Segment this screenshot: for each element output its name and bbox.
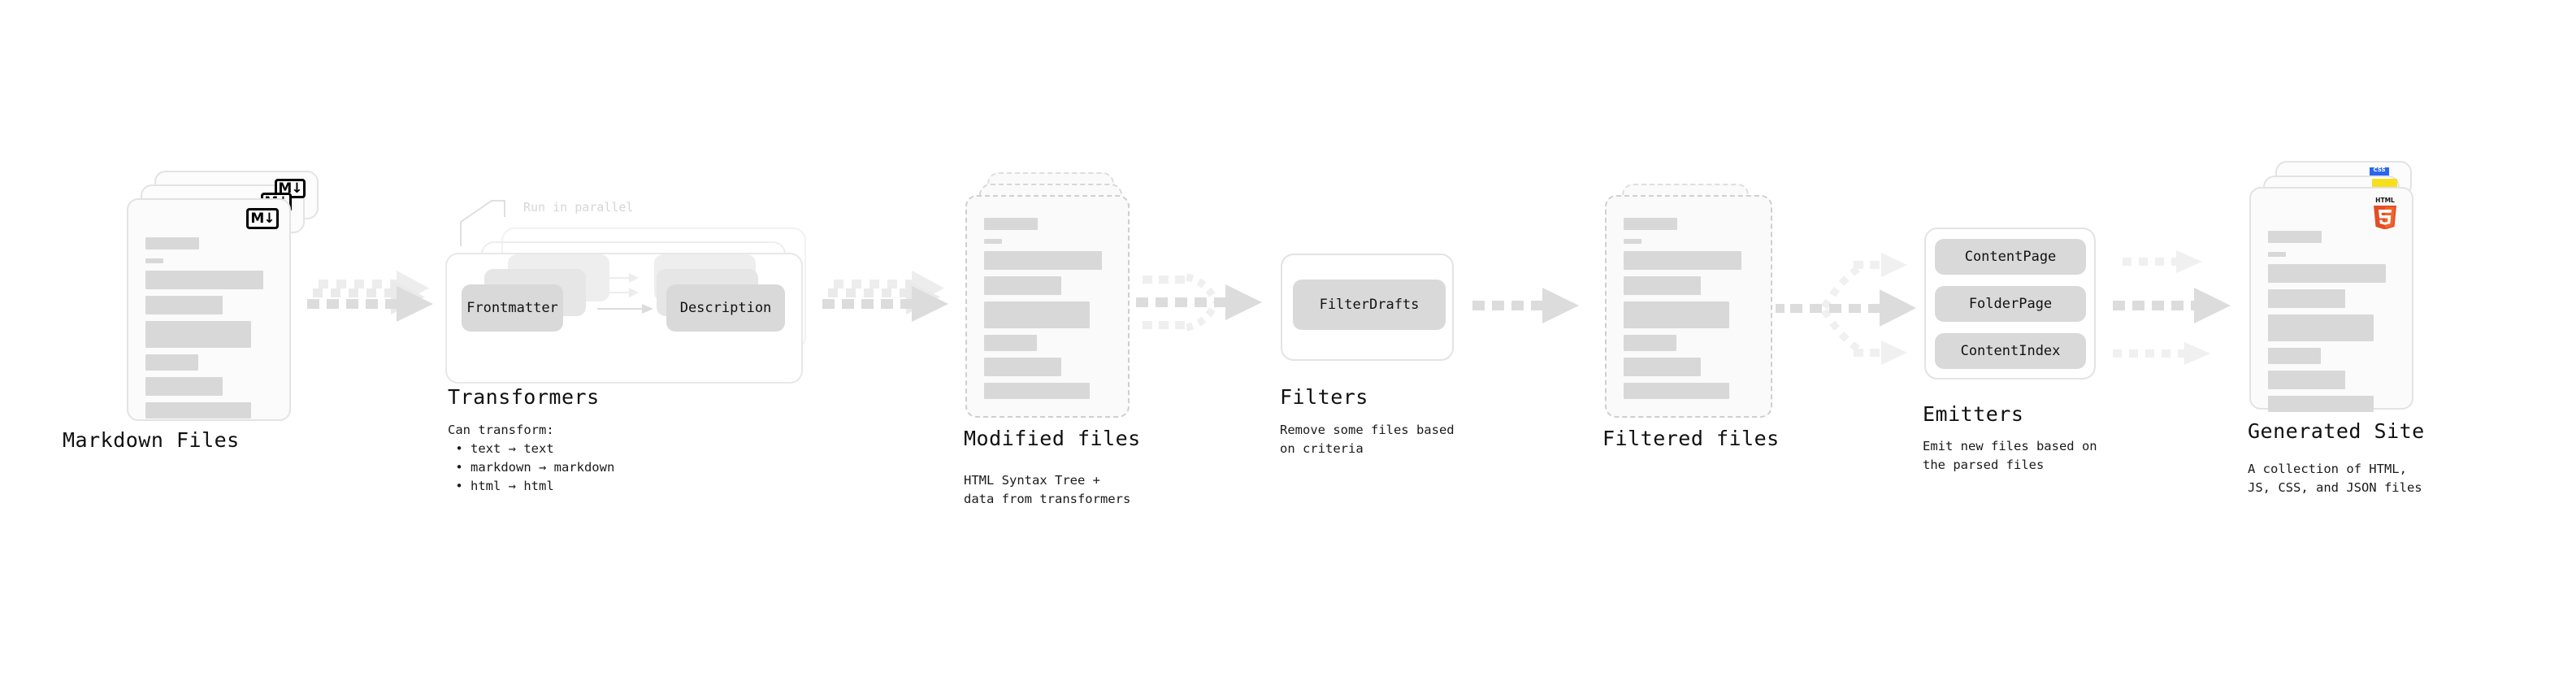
transformer-chip-frontmatter[interactable]: Frontmatter: [462, 284, 563, 332]
doc-line: [2268, 231, 2322, 243]
doc-line: [2268, 396, 2374, 412]
doc-line: [145, 258, 163, 263]
emitters-subtitle: Emit new files based on the parsed files: [1923, 439, 2097, 472]
doc-line: [984, 335, 1037, 351]
doc-line: [2268, 289, 2345, 308]
doc-line: [1624, 335, 1676, 351]
html5-logo-icon: HTML: [2370, 195, 2400, 230]
markdown-card-front: M↓: [127, 198, 291, 421]
doc-line: [145, 237, 199, 249]
doc-line: [1624, 276, 1701, 295]
filters-subtitle: Remove some files based on criteria: [1280, 423, 1455, 456]
doc-line: [1624, 383, 1729, 399]
modified-card-front: [965, 195, 1130, 418]
transformers-title: Transformers: [448, 385, 600, 409]
emitters-chip-contentindex[interactable]: ContentIndex: [1935, 333, 2086, 369]
modified-files-subtitle: HTML Syntax Tree + data from transformer…: [964, 473, 1131, 506]
generated-site-title: Generated Site: [2248, 419, 2425, 443]
svg-text:HTML: HTML: [2375, 197, 2395, 204]
doc-line: [145, 402, 251, 419]
filters-chip-filterdrafts[interactable]: FilterDrafts: [1293, 280, 1446, 330]
doc-line: [984, 218, 1038, 230]
generated-site-subtitle: A collection of HTML, JS, CSS, and JSON …: [2248, 462, 2422, 495]
arrow-filtered-to-emitters: [1776, 236, 1938, 382]
arrow-emitters-to-site: [2113, 236, 2259, 382]
markdown-files-title: Markdown Files: [63, 428, 240, 452]
doc-line: [984, 276, 1061, 295]
transformer-chip-description[interactable]: Description: [666, 284, 785, 332]
doc-line: [145, 377, 223, 396]
modified-files-title: Modified files: [964, 427, 1141, 450]
emitters-chip-contentpage[interactable]: ContentPage: [1935, 239, 2086, 275]
doc-line: [145, 271, 263, 289]
doc-line: [984, 239, 1002, 244]
doc-line: [1624, 301, 1729, 328]
transformer-inner-arrows: [597, 272, 699, 329]
markdown-badge-icon: M↓: [246, 208, 279, 229]
arrow-markdown-to-transformers: [307, 268, 453, 341]
run-in-parallel-leader: [459, 199, 557, 248]
doc-line: [1624, 251, 1741, 270]
emitters-chip-folderpage[interactable]: FolderPage: [1935, 286, 2086, 322]
doc-line: [984, 383, 1090, 399]
filters-title: Filters: [1280, 385, 1368, 409]
run-in-parallel-note: Run in parallel: [523, 200, 634, 215]
doc-line: [2268, 264, 2386, 283]
doc-line: [2268, 314, 2374, 341]
doc-line: [145, 296, 223, 314]
doc-line: [1624, 239, 1641, 244]
doc-line: [145, 321, 251, 348]
doc-line: [145, 354, 198, 371]
doc-line: [2268, 252, 2286, 257]
doc-line: [2268, 371, 2345, 389]
doc-line: [984, 251, 1102, 270]
arrow-modified-to-filters: [1136, 264, 1282, 345]
css3-logo-icon: CSS: [2370, 167, 2389, 176]
doc-line: [1624, 218, 1677, 230]
doc-line: [2268, 348, 2321, 364]
emitters-title: Emitters: [1923, 402, 2024, 426]
doc-line: [1624, 358, 1701, 376]
doc-line: [984, 358, 1061, 376]
doc-line: [984, 301, 1090, 328]
arrow-filters-to-filtered: [1472, 280, 1602, 337]
filtered-card-front: [1605, 195, 1772, 418]
filtered-files-title: Filtered files: [1602, 427, 1780, 450]
site-card-front: HTML: [2249, 187, 2413, 412]
transformers-subtitle: Can transform: • text → text • markdown …: [448, 423, 615, 493]
arrow-transformers-to-modified: [822, 268, 969, 341]
